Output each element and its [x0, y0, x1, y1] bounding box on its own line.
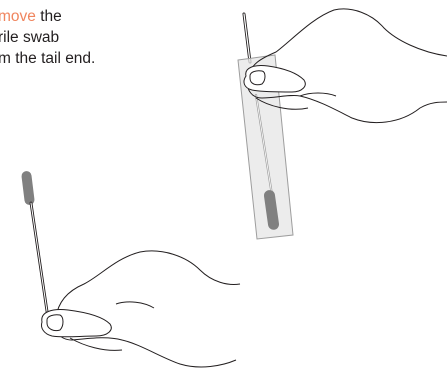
- swab-tip: [21, 171, 35, 206]
- hand-holding-swab-tube-icon: [238, 9, 447, 239]
- tube-hand-thumbnail: [250, 71, 265, 85]
- tube-hand-knuckle: [300, 93, 336, 96]
- swab-hand-knuckle: [116, 302, 154, 308]
- swab-stick-highlight: [31, 203, 48, 318]
- swab-hand-back: [56, 251, 240, 318]
- hand-holding-swab-icon: [21, 171, 240, 367]
- tube-swab-stick-highlight: [244, 14, 250, 62]
- swab-hand-thumbnail: [47, 315, 63, 331]
